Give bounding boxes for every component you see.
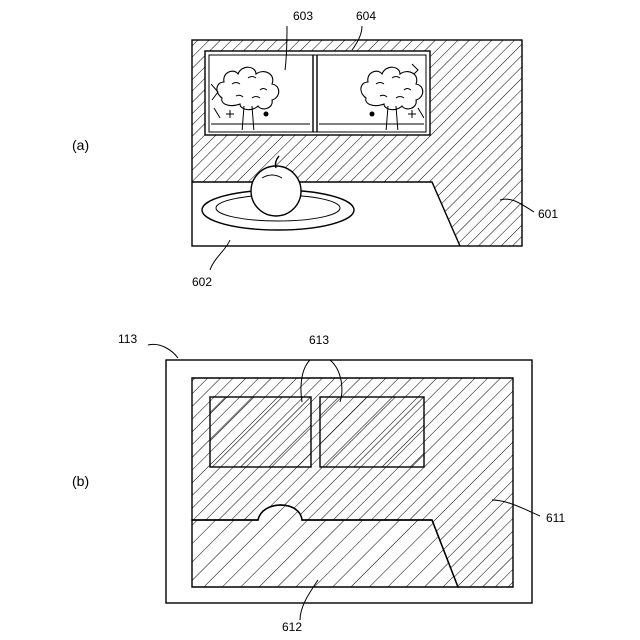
ref-601: 601 bbox=[538, 207, 558, 221]
ref-113: 113 bbox=[118, 332, 137, 346]
panel-a-label: (a) bbox=[72, 137, 89, 153]
ref-611: 611 bbox=[546, 511, 565, 525]
leader-602 bbox=[210, 240, 230, 270]
leader-113 bbox=[148, 344, 178, 358]
window-603 bbox=[205, 51, 430, 135]
region-613-left bbox=[210, 397, 311, 467]
panel-b-label: (b) bbox=[72, 473, 89, 489]
ref-603: 603 bbox=[293, 9, 313, 23]
panel-a: (a) bbox=[72, 9, 558, 289]
ref-602: 602 bbox=[192, 275, 212, 289]
ref-604: 604 bbox=[356, 9, 376, 23]
panel-b: (b) 113 613 611 612 bbox=[72, 332, 565, 634]
ref-612: 612 bbox=[282, 620, 302, 634]
ref-613: 613 bbox=[309, 333, 329, 347]
region-613-right bbox=[320, 397, 424, 467]
